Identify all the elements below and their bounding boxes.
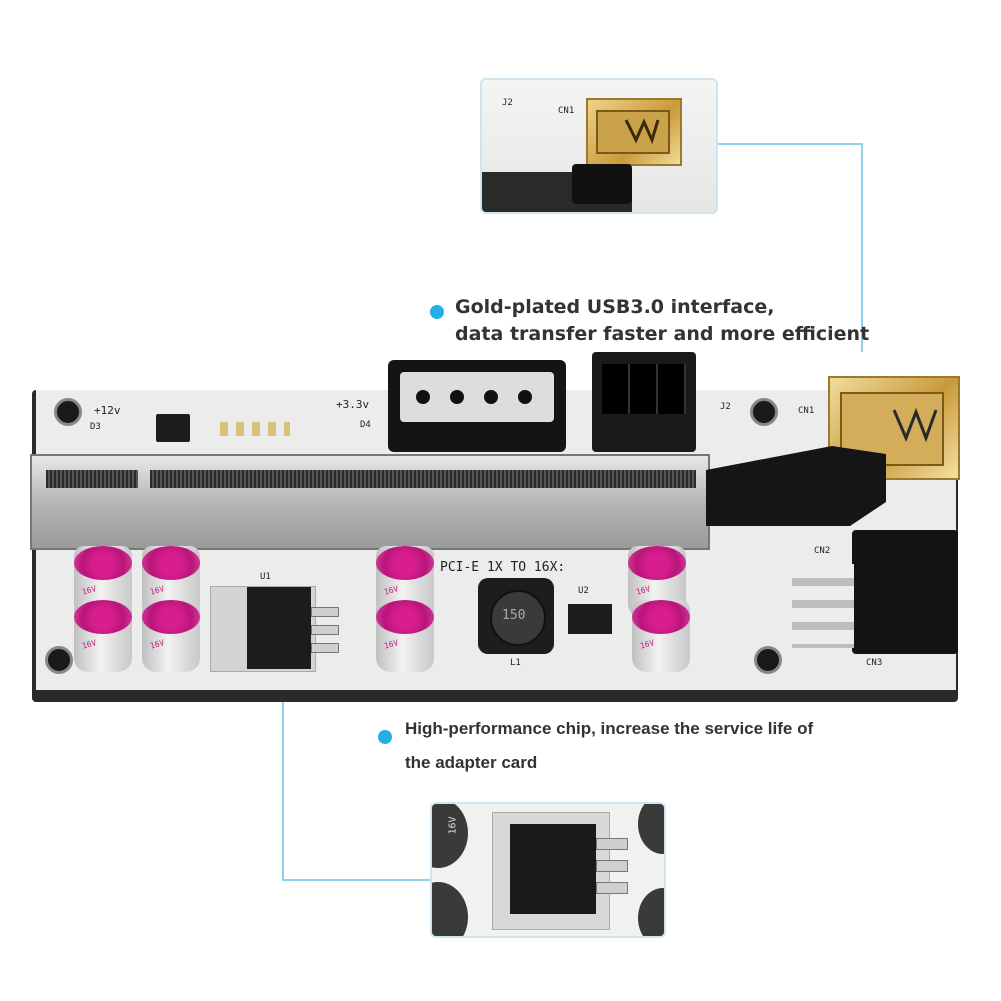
chip-caption: High-performance chip, increase the serv… — [405, 712, 813, 780]
chip-callout-line — [282, 700, 432, 881]
cn1-label: CN1 — [798, 406, 815, 416]
six-pin-connector — [592, 352, 696, 452]
capacitor: 16V — [74, 600, 132, 672]
usb-bullet-icon — [430, 305, 444, 319]
v33-label: +3.3v — [336, 398, 370, 411]
small-ic — [156, 414, 190, 442]
cap-label-closeup: 16V — [447, 816, 459, 835]
usb-closeup-image: J2 CN1 — [480, 78, 718, 214]
l1-label: L1 — [510, 658, 521, 668]
j2-label: J2 — [502, 98, 513, 108]
pcie-x16-slot — [30, 454, 710, 550]
usb-caption-line2: data transfer faster and more efficient — [455, 323, 870, 345]
inductor: 150 — [478, 578, 554, 654]
chip-bullet-icon — [378, 730, 392, 744]
chip-caption-line2: the adapter card — [405, 753, 538, 772]
u1-label: U1 — [260, 572, 271, 582]
d4-label: D4 — [360, 420, 371, 430]
regulator-chip — [210, 586, 339, 672]
d3-label: D3 — [90, 422, 101, 432]
u2-label: U2 — [578, 586, 589, 596]
u2-chip — [568, 604, 612, 634]
v12-label: +12v — [94, 404, 121, 417]
usb-callout-line — [716, 143, 863, 352]
usb-caption-line1: Gold-plated USB3.0 interface, — [455, 296, 775, 318]
molex-connector — [388, 360, 566, 452]
usb-caption: Gold-plated USB3.0 interface, data trans… — [455, 294, 869, 348]
regulator-closeup-image: 16V — [430, 802, 666, 938]
cn2-label: CN2 — [814, 546, 831, 556]
riser-board-photo: +12v +3.3v D3 D4 PCI-E 1X TO 16X: 16V 16… — [30, 350, 960, 702]
power-connector — [852, 530, 958, 654]
pcie-label: PCI-E 1X TO 16X: — [440, 560, 566, 575]
chip-caption-line1: High-performance chip, increase the serv… — [405, 719, 814, 738]
inductor-label: 150 — [502, 608, 526, 623]
capacitor: 16V — [142, 600, 200, 672]
capacitor: 16V — [376, 600, 434, 672]
regulator-chip-closeup — [510, 824, 596, 914]
cn3-label: CN3 — [866, 658, 883, 668]
j2-board-label: J2 — [720, 402, 731, 412]
capacitor: 16V — [632, 600, 690, 672]
cn1-label-closeup: CN1 — [558, 106, 575, 116]
